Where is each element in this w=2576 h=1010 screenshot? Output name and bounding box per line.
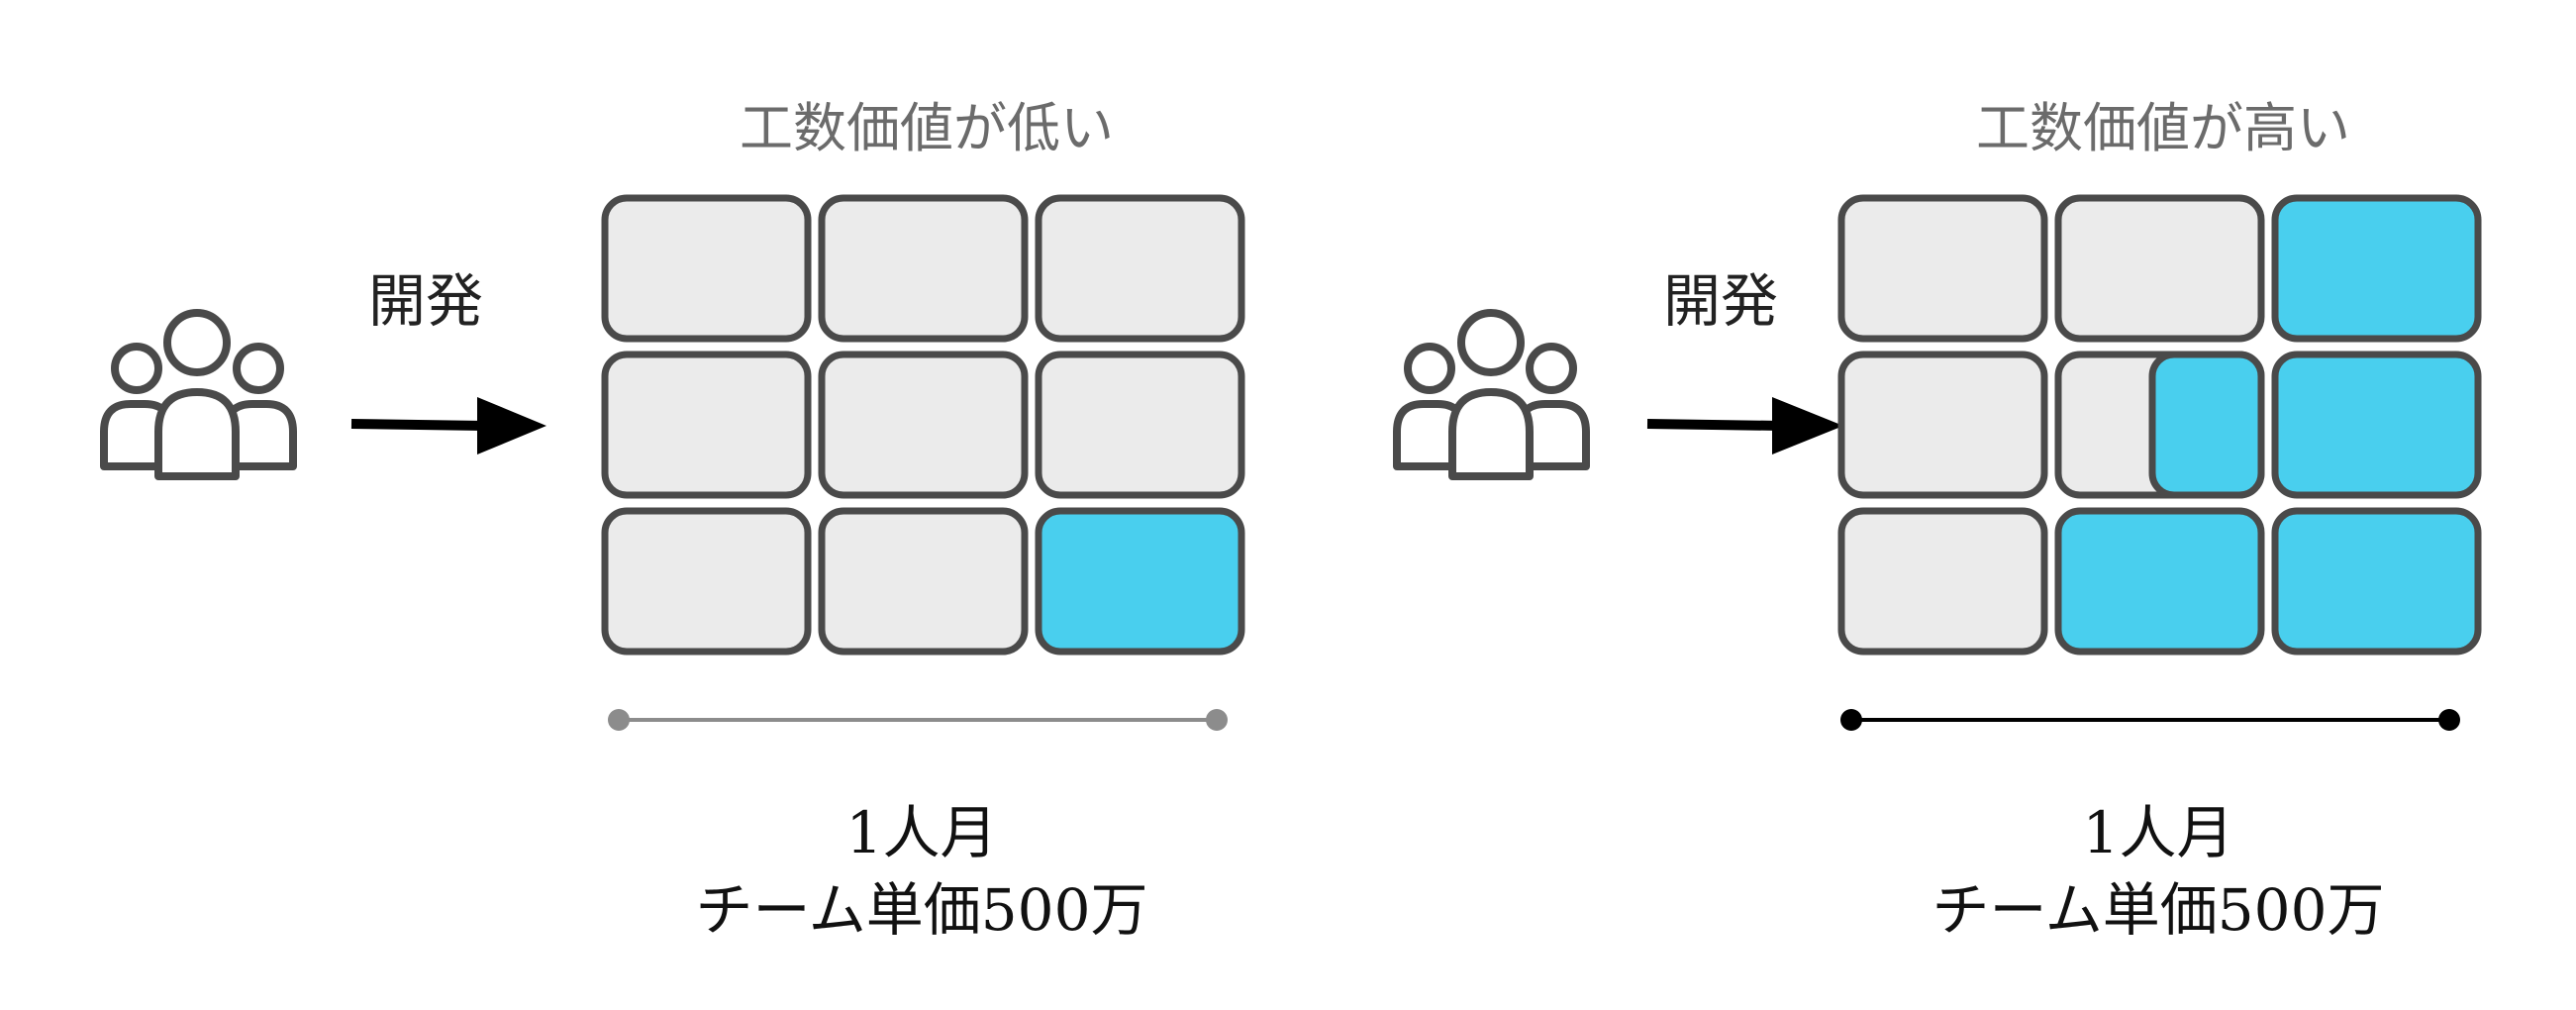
arrow [1646, 397, 1843, 454]
caption-line1-low: 1人月 [845, 799, 998, 866]
grid-cell-filled [2271, 507, 2482, 656]
grid-cell-filled [2271, 351, 2482, 499]
grid-cell [1837, 194, 2048, 343]
team-icon [1393, 309, 1590, 480]
arrow [350, 397, 546, 454]
effort-grid-low [601, 194, 1245, 656]
grid-cell-partial-fill [2148, 351, 2265, 499]
grid-cell [1837, 507, 2048, 656]
effort-grid-high [1837, 194, 2482, 656]
grid-cell-filled [2271, 194, 2482, 343]
grid-cell [1837, 351, 2048, 499]
panel-title-low: 工数価値が低い [740, 97, 1114, 159]
panel-title-high: 工数価値が高い [1976, 97, 2350, 159]
grid-cell-filled [1035, 507, 1245, 656]
grid-cell-filled [2054, 507, 2265, 656]
grid-cell [601, 194, 812, 343]
caption-line2-high: チーム単価500万 [1932, 876, 2385, 944]
grid-cell [818, 194, 1029, 343]
team-icon [100, 309, 297, 480]
grid-cell [601, 351, 812, 499]
caption-line2-low: チーム単価500万 [695, 876, 1148, 944]
panel-low [100, 194, 1245, 731]
action-label-low: 開発 [368, 267, 484, 335]
grid-cell [818, 351, 1029, 499]
scale-line-low [608, 709, 1228, 731]
panel-high [1393, 194, 2482, 731]
grid-cell [601, 507, 812, 656]
caption-line1-high: 1人月 [2082, 799, 2234, 866]
action-label-high: 開発 [1663, 267, 1779, 335]
grid-cell [1035, 194, 1245, 343]
grid-cell [818, 507, 1029, 656]
grid-cell [2054, 194, 2265, 343]
grid-cell [1035, 351, 1245, 499]
scale-line-high [1840, 709, 2460, 731]
